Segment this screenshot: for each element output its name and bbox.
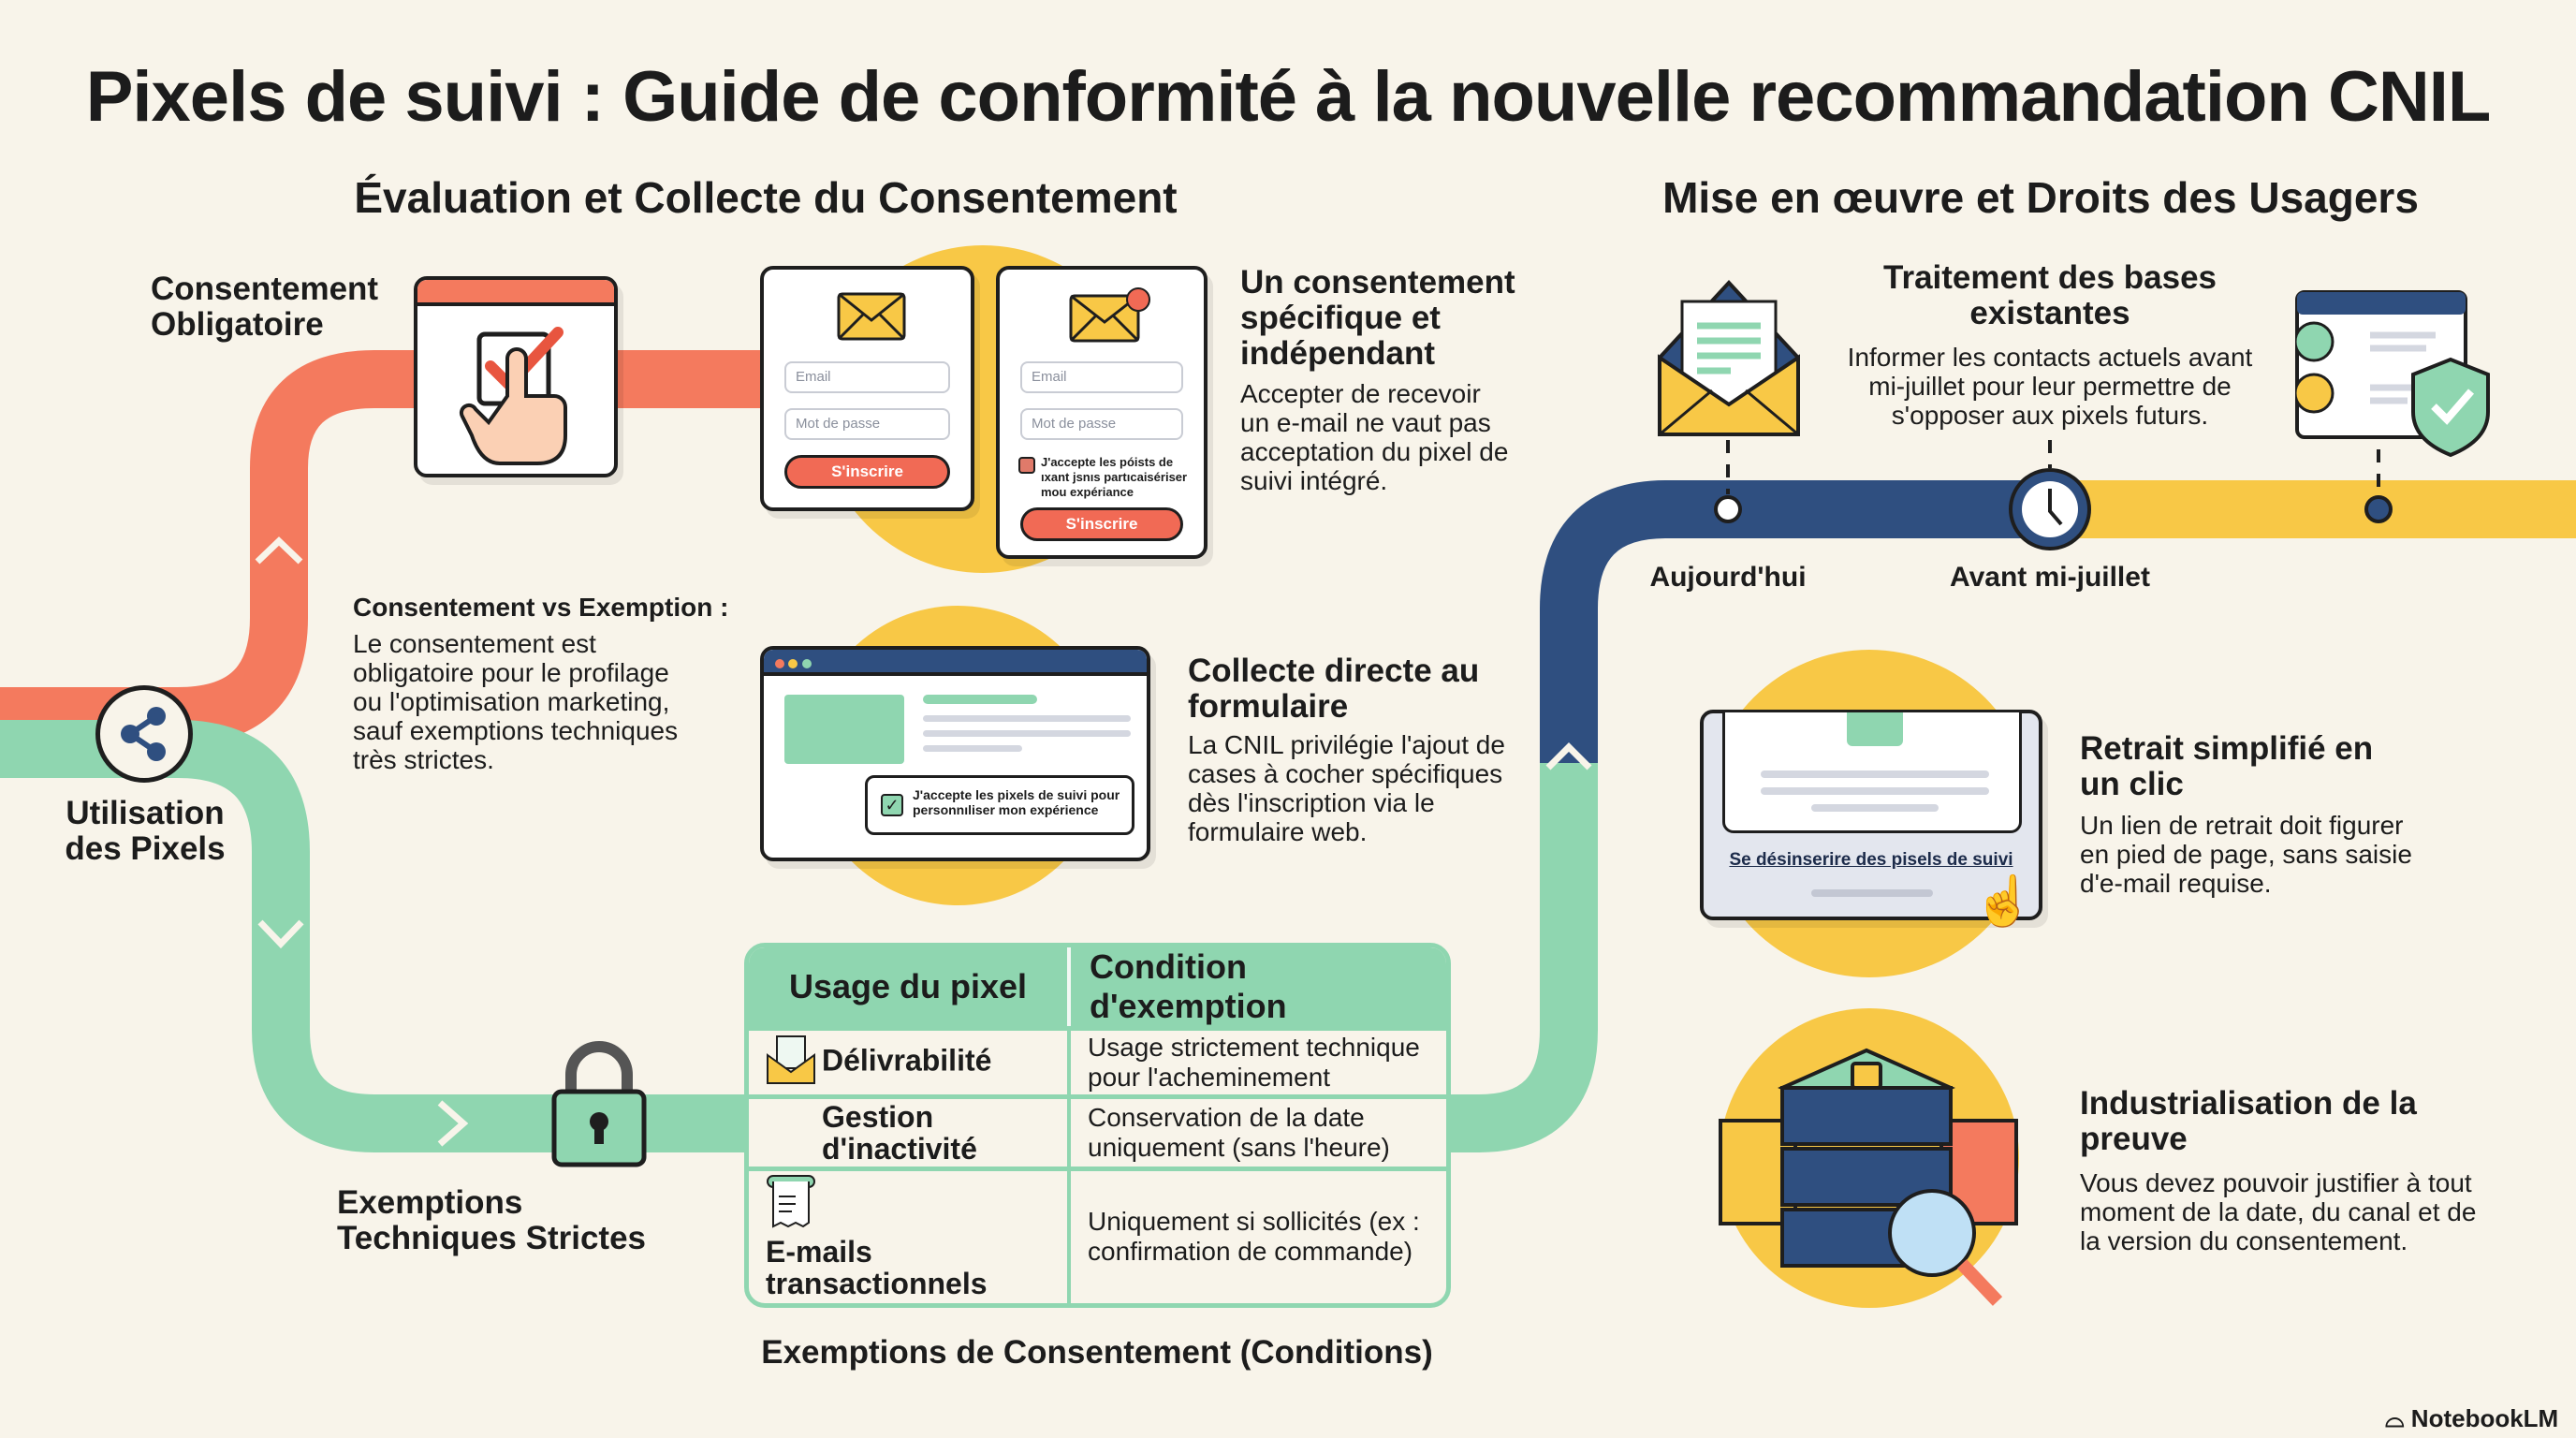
exemption-label: Exemptions Techniques Strictes bbox=[337, 1184, 647, 1256]
before-july-label: Avant mi-juillet bbox=[1950, 562, 2150, 593]
unsubscribe-title: Retrait simplifié en un clic bbox=[2080, 730, 2374, 802]
envelope-letter-icon bbox=[766, 1034, 822, 1091]
chevrons bbox=[255, 536, 1592, 1147]
signup-form-with-consent: Email Mot de passe J'accepte les póists … bbox=[996, 266, 1208, 559]
proof-title: Industrialisation de la preuve bbox=[2080, 1085, 2417, 1157]
signup-button[interactable]: S'inscrire bbox=[1020, 507, 1183, 541]
column-header: Condition d'exemption bbox=[1067, 947, 1446, 1026]
consent-note-body: Le consentement est obligatoire pour le … bbox=[353, 629, 679, 774]
table-row: E-mails transactionnels Uniquement si so… bbox=[749, 1166, 1446, 1303]
table-header-row: Usage du pixel Condition d'exemption bbox=[749, 947, 1446, 1026]
share-icon bbox=[95, 685, 193, 783]
consent-checkbox-label: J'accepte les póists de ıxant jsnıs part… bbox=[1041, 455, 1188, 499]
condition-cell: Usage strictement technique pour l'achem… bbox=[1067, 1026, 1446, 1094]
today-marker bbox=[1714, 495, 1742, 523]
direct-collection-title: Collecte directe au formulaire bbox=[1188, 653, 1480, 725]
existing-bases-title: Traitement des bases existantes bbox=[1883, 259, 2217, 331]
unsubscribe-link[interactable]: Se désinserire des pisels de suivi bbox=[1729, 850, 2013, 870]
usage-cell: E-mails transactionnels bbox=[766, 1235, 988, 1301]
today-label: Aujourd'hui bbox=[1649, 562, 1807, 593]
signup-form-basic: Email Mot de passe S'inscrire bbox=[760, 266, 974, 511]
consent-option[interactable]: ✓ J'accepte les pixels de suivi pour per… bbox=[865, 775, 1134, 835]
timeline-connectors bbox=[1726, 440, 2380, 494]
implementation-path bbox=[1540, 480, 2050, 763]
table-row: Délivrabilité Usage strictement techniqu… bbox=[749, 1026, 1446, 1094]
future-marker bbox=[2364, 495, 2393, 523]
email-input[interactable]: Email bbox=[784, 361, 950, 393]
consent-option-label: J'accepte les pixels de suivi pour perso… bbox=[913, 787, 1120, 817]
condition-cell: Conservation de la date uniquement (sans… bbox=[1067, 1093, 1446, 1167]
unsubscribe-body: Un lien de retrait doit figurer en pied … bbox=[2080, 811, 2412, 898]
column-header: Usage du pixel bbox=[749, 947, 1067, 1026]
verified-window-icon bbox=[2293, 290, 2494, 463]
receipt-icon bbox=[766, 1174, 822, 1236]
notebooklm-brand: ⌓ NotebookLM bbox=[2385, 1404, 2558, 1434]
checkbox-checked[interactable]: ✓ bbox=[881, 794, 903, 816]
direct-collection-body: La CNIL privilégie l'ajout de cases à co… bbox=[1188, 730, 1505, 846]
envelope-icon bbox=[837, 292, 906, 341]
consent-window-icon bbox=[414, 276, 618, 477]
section-title-right: Mise en œuvre et Droits des Usagers bbox=[1662, 173, 2419, 222]
envelope-alert-icon bbox=[1069, 287, 1150, 343]
exemption-path bbox=[0, 720, 1598, 1152]
consent-label: Consentement Obligatoire bbox=[151, 271, 379, 343]
existing-bases-body: Informer les contacts actuels avant mi-j… bbox=[1847, 343, 2253, 430]
notebooklm-logo-icon: ⌓ bbox=[2385, 1404, 2411, 1432]
usage-cell: Gestion d'inactivité bbox=[749, 1093, 1067, 1167]
brand-label: NotebookLM bbox=[2410, 1404, 2559, 1432]
email-footer-mockup: Se désinserire des pisels de suivi ☝ bbox=[1700, 710, 2042, 926]
lock-icon bbox=[550, 1037, 648, 1173]
section-title-left: Évaluation et Collecte du Consentement bbox=[354, 173, 1178, 222]
specific-consent-body: Accepter de recevoir un e-mail ne vaut p… bbox=[1240, 379, 1509, 495]
exemptions-table: Usage du pixel Condition d'exemption Dél… bbox=[744, 943, 1451, 1308]
window-dots bbox=[764, 650, 1147, 676]
proof-body: Vous devez pouvoir justifier à tout mome… bbox=[2080, 1168, 2477, 1255]
password-input[interactable]: Mot de passe bbox=[1020, 408, 1183, 440]
pointer-hand-icon: ☝ bbox=[1973, 874, 2034, 929]
open-envelope-icon bbox=[1656, 255, 1802, 443]
usage-cell: Délivrabilité bbox=[822, 1043, 992, 1078]
specific-consent-title: Un consentement spécifique et indépendan… bbox=[1240, 264, 1515, 372]
email-input[interactable]: Email bbox=[1020, 361, 1183, 393]
consent-note-title: Consentement vs Exemption : bbox=[353, 593, 729, 622]
web-form-window: ✓ J'accepte les pixels de suivi pour per… bbox=[760, 646, 1150, 861]
page-title: Pixels de suivi : Guide de conformité à … bbox=[85, 57, 2492, 137]
table-caption: Exemptions de Consentement (Conditions) bbox=[761, 1334, 1433, 1371]
signup-button[interactable]: S'inscrire bbox=[784, 455, 950, 489]
start-label: Utilisation des Pixels bbox=[65, 795, 226, 867]
password-input[interactable]: Mot de passe bbox=[784, 408, 950, 440]
server-magnifier-icon bbox=[1717, 1032, 2026, 1322]
condition-cell: Uniquement si sollicités (ex : confirmat… bbox=[1067, 1166, 1446, 1303]
table-row: Gestion d'inactivité Conservation de la … bbox=[749, 1093, 1446, 1167]
consent-checkbox[interactable] bbox=[1018, 457, 1035, 474]
clock-icon bbox=[2009, 468, 2091, 550]
